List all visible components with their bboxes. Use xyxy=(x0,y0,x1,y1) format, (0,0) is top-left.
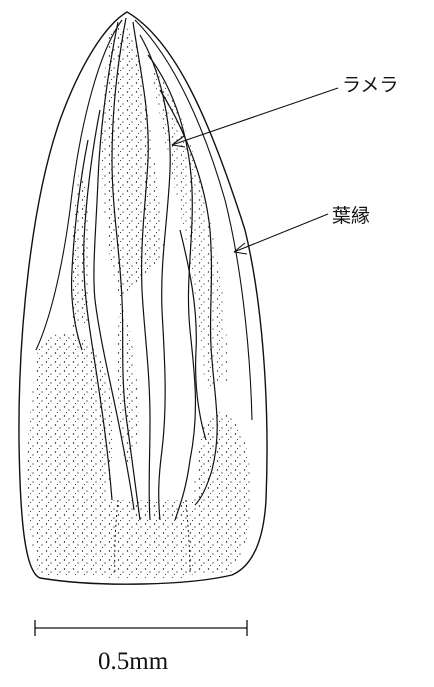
lamella-leader-line xyxy=(172,88,338,145)
stippled-tissue xyxy=(27,26,251,578)
margin-leader-line xyxy=(234,214,328,252)
scale-bar xyxy=(35,620,247,636)
margin-leader-arrow xyxy=(234,243,247,254)
lamella-label: ラメラ xyxy=(342,70,398,97)
scale-bar-label: 0.5mm xyxy=(98,648,168,676)
leaf-margin-label: 葉縁 xyxy=(332,201,370,228)
